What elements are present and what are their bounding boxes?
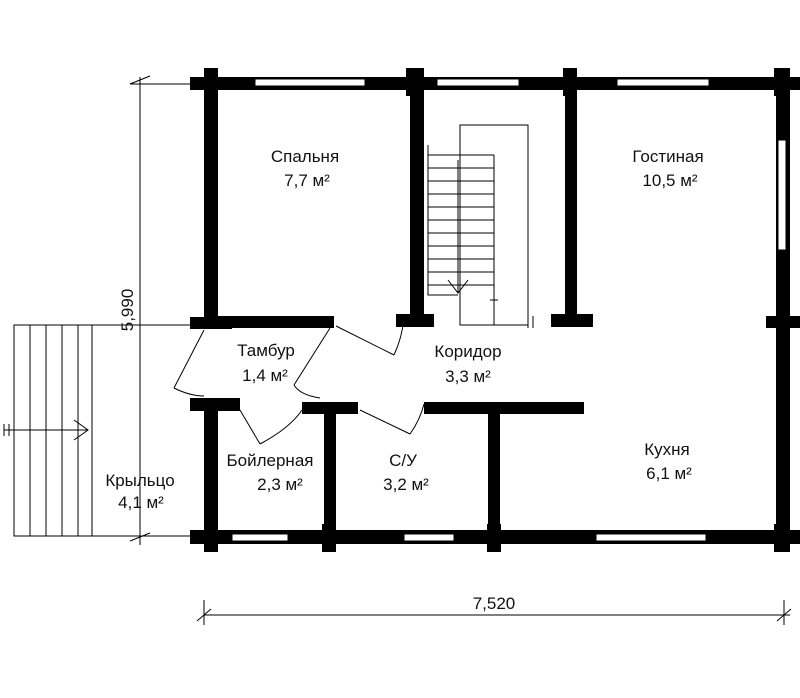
- room-boiler-area: 2,3 м²: [257, 475, 303, 494]
- windows: [231, 78, 787, 542]
- room-bedroom-area: 7,7 м²: [284, 171, 330, 190]
- room-corridor-area: 3,3 м²: [445, 367, 491, 386]
- dimension-height-label: 5,990: [118, 289, 137, 332]
- room-bathroom-name: С/У: [389, 451, 417, 470]
- room-vestibule-name: Тамбур: [237, 341, 295, 360]
- dimension-width: [196, 600, 792, 625]
- room-living-name: Гостиная: [632, 147, 703, 166]
- room-vestibule-area: 1,4 м²: [242, 366, 288, 385]
- room-kitchen-area: 6,1 м²: [646, 464, 692, 483]
- dimension-width-label: 7,520: [473, 594, 516, 613]
- staircase: [427, 124, 534, 328]
- room-porch-name: Крыльцо: [105, 471, 174, 490]
- room-porch-area: 4,1 м²: [118, 493, 164, 512]
- room-corridor-name: Коридор: [434, 342, 501, 361]
- room-kitchen-name: Кухня: [644, 440, 690, 459]
- room-bathroom-area: 3,2 м²: [383, 475, 429, 494]
- room-bedroom-name: Спальня: [271, 147, 339, 166]
- room-living-area: 10,5 м²: [642, 171, 697, 190]
- doors: [173, 317, 425, 445]
- room-boiler-name: Бойлерная: [227, 451, 314, 470]
- porch-steps: [3, 324, 192, 537]
- dimension-height: [129, 75, 205, 545]
